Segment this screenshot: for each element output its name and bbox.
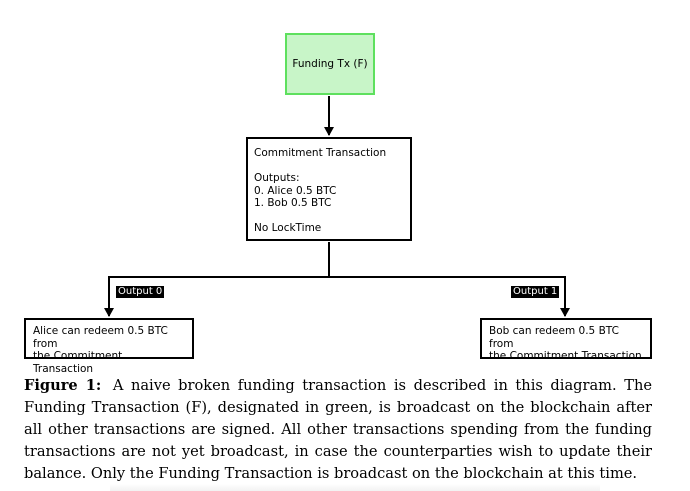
commitment-line: Commitment Transaction xyxy=(254,147,387,159)
caption-text: A naive broken funding transaction is de… xyxy=(24,377,652,482)
edge-output-1 xyxy=(329,276,570,317)
funding-tx-label: Funding Tx (F) xyxy=(292,57,368,70)
commitment-line: Outputs: xyxy=(254,172,300,184)
commitment-line xyxy=(254,210,404,223)
commitment-line: 0. Alice 0.5 BTC xyxy=(254,184,337,197)
connectors xyxy=(104,96,570,317)
diagram: Funding Tx (F) Commitment Transaction Ou… xyxy=(24,33,652,375)
bob-redeem-node: Bob can redeem 0.5 BTC from the Commitme… xyxy=(480,318,652,362)
edge-output-0 xyxy=(104,276,329,317)
commitment-line: No LockTime xyxy=(254,222,322,234)
bottom-shade xyxy=(110,484,600,491)
alice-redeem-node: Alice can redeem 0.5 BTC from the Commit… xyxy=(24,318,194,375)
commitment-line: 1. Bob 0.5 BTC xyxy=(254,197,332,209)
figure-caption: Figure 1: A naive broken funding transac… xyxy=(24,375,652,485)
bob-line: the Commitment Transaction xyxy=(489,350,642,362)
figure-label: Figure 1: xyxy=(24,377,102,394)
bob-line: Bob can redeem 0.5 BTC from xyxy=(489,325,619,350)
commitment-line xyxy=(254,160,404,173)
commitment-tx-node: Commitment Transaction Outputs: 0. Alice… xyxy=(246,137,412,241)
alice-line: the Commitment Transaction xyxy=(33,350,123,375)
funding-tx-node: Funding Tx (F) xyxy=(285,33,375,95)
edge-label-output-0: Output 0 xyxy=(116,286,165,298)
alice-line: Alice can redeem 0.5 BTC from xyxy=(33,325,168,350)
edge-label-output-1: Output 1 xyxy=(511,286,560,298)
